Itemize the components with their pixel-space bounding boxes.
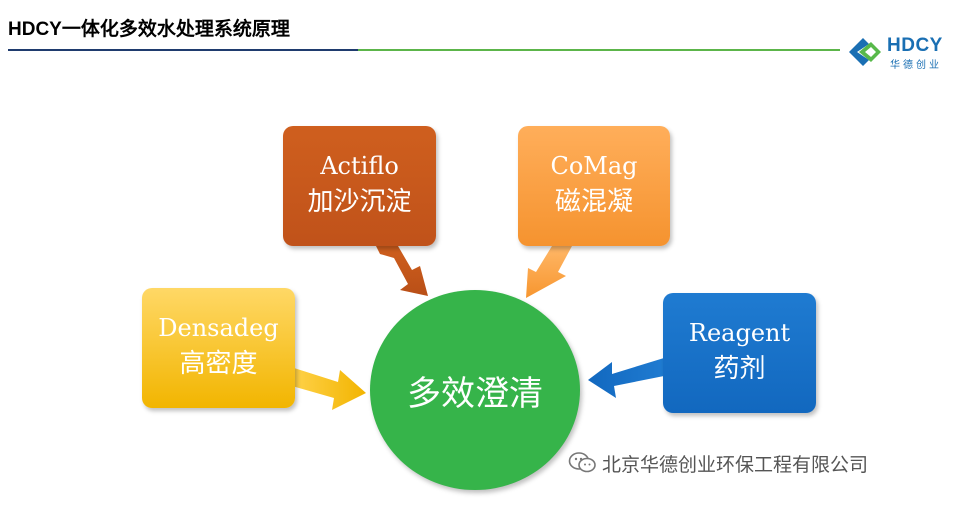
logo-text: HDCY [887, 35, 943, 56]
actiflo-arrow [376, 246, 428, 296]
node-comag: CoMag 磁混凝 [518, 126, 670, 246]
node-actiflo-zh: 加沙沉淀 [307, 187, 412, 217]
watermark: 北京华德创业环保工程有限公司 [568, 449, 868, 477]
reagent-arrow [588, 358, 664, 398]
center-node-label: 多效澄清 [407, 373, 543, 414]
node-comag-zh: 磁混凝 [554, 187, 633, 217]
center-node: 多效澄清 [370, 290, 580, 490]
wechat-icon [568, 452, 596, 473]
hdcy-logo-icon [849, 38, 881, 66]
company-logo: HDCY 华德创业 [845, 34, 945, 71]
node-densadeg-zh: 高密度 [179, 349, 258, 379]
node-comag-en: CoMag [550, 152, 638, 180]
node-reagent-en: Reagent [688, 319, 791, 347]
node-actiflo-en: Actiflo [320, 152, 399, 180]
densadeg-arrow [292, 368, 366, 410]
title-underline-green [358, 49, 840, 51]
logo-subtext: 华德创业 [890, 60, 942, 71]
node-actiflo: Actiflo 加沙沉淀 [283, 126, 436, 246]
node-densadeg-en: Densadeg [158, 314, 279, 342]
comag-arrow [526, 246, 572, 298]
node-reagent: Reagent 药剂 [663, 293, 816, 413]
node-densadeg: Densadeg 高密度 [142, 288, 295, 408]
title-underline-blue [8, 49, 358, 51]
watermark-text: 北京华德创业环保工程有限公司 [602, 453, 869, 476]
page-title: HDCY一体化多效水处理系统原理 [8, 19, 290, 40]
node-reagent-zh: 药剂 [713, 354, 766, 384]
